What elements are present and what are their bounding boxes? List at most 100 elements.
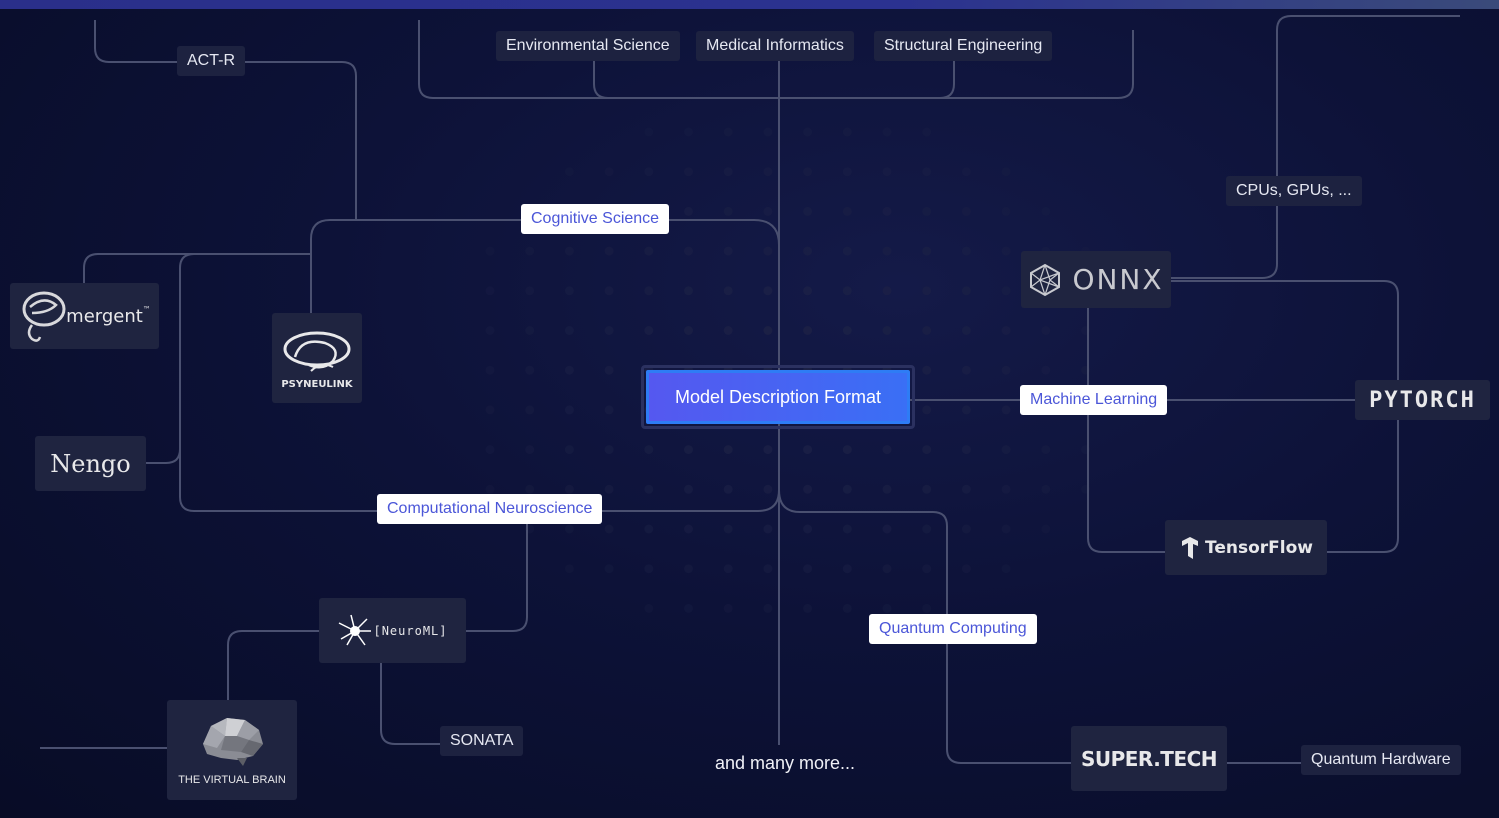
grid-dot	[1041, 326, 1051, 335]
grid-dot	[922, 365, 932, 375]
grid-dot	[803, 206, 813, 216]
grid-dot	[803, 286, 813, 296]
grid-dot	[1001, 246, 1011, 256]
psyneulink-swirl-icon	[283, 331, 351, 372]
grid-dot	[604, 246, 614, 256]
grid-dot	[922, 326, 932, 335]
neuroml-wordmark: [NeuroML]	[373, 623, 448, 638]
grid-dot	[922, 445, 932, 455]
grid-dot	[604, 167, 614, 177]
grid-dot	[922, 564, 932, 574]
grid-dot	[684, 246, 693, 256]
grid-dot	[564, 524, 574, 534]
grid-dot	[684, 524, 693, 534]
supertech-wordmark: SUPER.TECH	[1080, 746, 1218, 771]
emergent-tm: ™	[142, 305, 151, 314]
grid-dot	[485, 445, 495, 455]
grid-dot	[564, 445, 574, 455]
grid-dot	[842, 326, 852, 335]
grid-dot	[684, 484, 693, 494]
grid-dot	[525, 405, 535, 415]
grid-dot	[882, 524, 892, 534]
grid-dot	[803, 524, 813, 534]
wire-quantum	[778, 489, 1072, 764]
grid-dot	[1001, 326, 1011, 335]
medical-informatics-label: Medical Informatics	[696, 31, 854, 61]
grid-dot	[763, 524, 773, 534]
grid-dot	[723, 206, 733, 216]
emergent-swirl-icon	[22, 291, 66, 342]
grid-dot	[644, 286, 654, 296]
grid-dot	[684, 326, 693, 335]
grid-dot	[564, 564, 574, 574]
grid-dot	[1041, 484, 1051, 494]
grid-dot	[723, 246, 733, 256]
machine-learning-field: Machine Learning	[1020, 385, 1168, 415]
onnx-wordmark: ONNX	[1072, 263, 1164, 296]
grid-dot	[604, 445, 614, 455]
grid-dot	[842, 603, 852, 613]
grid-dot	[882, 246, 892, 256]
grid-dot	[1001, 286, 1011, 296]
pytorch-logo: PYTORCH	[1355, 380, 1490, 420]
grid-dot	[644, 326, 654, 335]
tensorflow-wordmark: TensorFlow	[1205, 537, 1313, 558]
grid-dot	[842, 524, 852, 534]
grid-dot	[922, 286, 932, 296]
grid-dot	[604, 326, 614, 335]
environmental-science-label: Environmental Science	[496, 31, 680, 61]
grid-dot	[803, 484, 813, 494]
grid-dot	[723, 484, 733, 494]
grid-dot	[961, 524, 971, 534]
grid-dot	[1001, 445, 1011, 455]
grid-dot	[922, 405, 932, 415]
nengo-logo: Nengo	[35, 436, 146, 491]
grid-dot	[564, 246, 574, 256]
grid-dot	[644, 603, 654, 613]
grid-dot	[1041, 365, 1051, 375]
grid-dot	[803, 167, 813, 177]
grid-dot	[803, 246, 813, 256]
grid-dot	[485, 405, 495, 415]
grid-dot	[842, 246, 852, 256]
grid-dot	[803, 564, 813, 574]
grid-dot	[961, 484, 971, 494]
sonata-label: SONATA	[440, 726, 524, 756]
grid-dot	[922, 603, 932, 613]
onnx-logo: ONNX	[1021, 251, 1171, 308]
grid-dot	[882, 484, 892, 494]
grid-dot	[961, 167, 971, 177]
grid-dot	[763, 246, 773, 256]
grid-dot	[525, 484, 535, 494]
grid-dot	[684, 127, 693, 137]
grid-dot	[882, 326, 892, 335]
grid-dot	[842, 286, 852, 296]
grid-dot	[763, 484, 773, 494]
grid-dot	[1001, 484, 1011, 494]
cpus-gpus-label: CPUs, GPUs, ...	[1226, 176, 1362, 206]
grid-dot	[803, 445, 813, 455]
grid-dot	[644, 127, 654, 137]
wire-top-inner	[593, 60, 955, 99]
wire-cognitive-science	[310, 219, 780, 313]
top-accent-bar	[0, 0, 1499, 9]
brain-icon	[203, 718, 263, 766]
grid-dot	[604, 286, 614, 296]
emergent-wordmark: mergent	[66, 305, 143, 327]
grid-dot	[803, 326, 813, 335]
grid-dot	[882, 564, 892, 574]
grid-dot	[961, 206, 971, 216]
grid-dot	[644, 564, 654, 574]
grid-dot	[564, 484, 574, 494]
nengo-wordmark: Nengo	[50, 449, 131, 478]
grid-dot	[1001, 405, 1011, 415]
grid-dot	[604, 484, 614, 494]
grid-dot	[763, 603, 773, 613]
grid-dot	[842, 127, 852, 137]
grid-dot	[922, 246, 932, 256]
grid-dot	[842, 206, 852, 216]
quantum-computing-field: Quantum Computing	[869, 614, 1037, 644]
grid-dot	[525, 286, 535, 296]
grid-dot	[842, 484, 852, 494]
grid-dot	[684, 564, 693, 574]
